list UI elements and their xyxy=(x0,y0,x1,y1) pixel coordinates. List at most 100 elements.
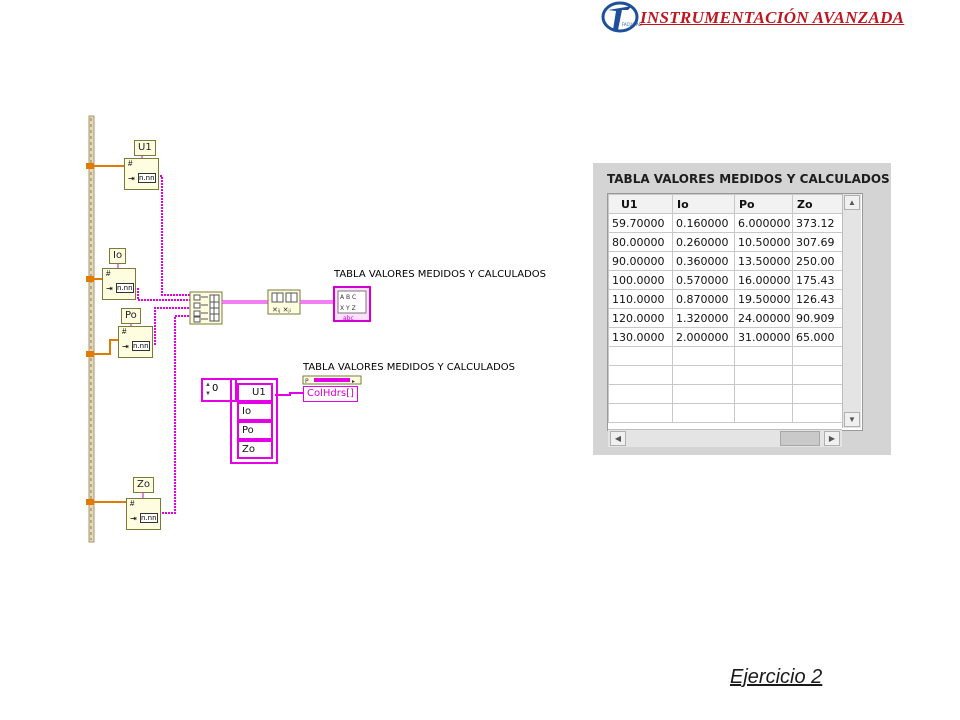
table-cell[interactable]: 59.70000 xyxy=(608,213,673,233)
header-u1: U1 xyxy=(608,194,673,214)
table-cell[interactable]: 110.0000 xyxy=(608,289,673,309)
table-cell[interactable] xyxy=(608,346,673,366)
table-row xyxy=(608,384,843,404)
table-cell[interactable] xyxy=(734,403,793,423)
arrow-icon: ⇥ xyxy=(106,284,113,293)
svg-text:P: P xyxy=(305,378,309,385)
table-cell[interactable]: 65.000 xyxy=(792,327,843,347)
table-cell[interactable]: 307.69 xyxy=(792,232,843,252)
header-zo: Zo xyxy=(792,194,843,214)
table-cell[interactable] xyxy=(734,365,793,385)
table-cell[interactable] xyxy=(672,346,735,366)
table-cell[interactable]: 80.00000 xyxy=(608,232,673,252)
table-cell[interactable]: 250.00 xyxy=(792,251,843,271)
diagram-wires: ✕ᵢⱼ ✕ⱼᵢ A B C X Y Z abc P ▸ xyxy=(86,115,371,543)
table-row xyxy=(608,365,843,385)
vertical-scrollbar[interactable]: ▲ ▼ xyxy=(842,194,861,428)
table-cell[interactable] xyxy=(608,384,673,404)
format-string-node-zo[interactable]: n.nn ⇥ # xyxy=(126,498,161,530)
table-cell[interactable]: 0.260000 xyxy=(672,232,735,252)
table-cell[interactable] xyxy=(734,346,793,366)
scrollbar-thumb[interactable] xyxy=(780,431,820,446)
table-cell[interactable] xyxy=(608,365,673,385)
table-header-row: U1 Io Po Zo xyxy=(608,194,843,214)
table-cell[interactable]: 120.0000 xyxy=(608,308,673,328)
array-item-io[interactable]: Io xyxy=(237,402,273,421)
table-cell[interactable]: 100.0000 xyxy=(608,270,673,290)
table-cell[interactable]: 19.50000 xyxy=(734,289,793,309)
table-cell[interactable] xyxy=(734,384,793,404)
table-cell[interactable]: 10.50000 xyxy=(734,232,793,252)
table-cell[interactable] xyxy=(792,346,843,366)
table-cell[interactable] xyxy=(672,403,735,423)
table-cell[interactable]: 0.360000 xyxy=(672,251,735,271)
hash-icon: # xyxy=(106,269,111,278)
table-terminal-label: TABLA VALORES MEDIDOS Y CALCULADOS xyxy=(334,269,547,280)
const-u1[interactable]: U1 xyxy=(134,140,156,156)
const-zo[interactable]: Zo xyxy=(133,477,154,493)
logo-caption: FACULTAD xyxy=(622,22,642,27)
table-cell[interactable]: 90.909 xyxy=(792,308,843,328)
table-cell[interactable]: 13.50000 xyxy=(734,251,793,271)
hash-icon: # xyxy=(122,327,127,336)
table-cell[interactable] xyxy=(792,365,843,385)
format-glyph: n.nn xyxy=(116,283,134,293)
const-io[interactable]: Io xyxy=(109,248,127,264)
table-cell[interactable]: 1.320000 xyxy=(672,308,735,328)
table-cell[interactable] xyxy=(672,365,735,385)
table-cell[interactable]: 130.0000 xyxy=(608,327,673,347)
property-colhdrs[interactable]: ColHdrs[] xyxy=(303,386,358,402)
table-cell[interactable] xyxy=(672,384,735,404)
array-item-u1[interactable]: U1 xyxy=(237,383,273,402)
array-item-zo[interactable]: Zo xyxy=(237,440,273,459)
scroll-right-icon[interactable]: ▶ xyxy=(824,431,840,446)
array-index-value[interactable]: 0 xyxy=(212,383,219,394)
horizontal-scrollbar[interactable]: ◀ ▶ xyxy=(608,429,842,447)
table-cell[interactable]: 16.00000 xyxy=(734,270,793,290)
header-po: Po xyxy=(734,194,793,214)
svg-text:A B C: A B C xyxy=(340,294,356,301)
hash-icon: # xyxy=(128,159,133,168)
table-cell[interactable]: 126.43 xyxy=(792,289,843,309)
format-string-node-u1[interactable]: n.nn ⇥ # xyxy=(124,158,159,190)
table-title: TABLA VALORES MEDIDOS Y CALCULADOS xyxy=(607,172,890,186)
svg-text:X Y Z: X Y Z xyxy=(340,305,356,312)
table-cell[interactable]: 0.160000 xyxy=(672,213,735,233)
array-item-po[interactable]: Po xyxy=(237,421,273,440)
svg-text:abc: abc xyxy=(343,315,354,322)
header-io: Io xyxy=(672,194,735,214)
table-cell[interactable]: 373.12 xyxy=(792,213,843,233)
format-string-node-io[interactable]: n.nn ⇥ # xyxy=(102,268,136,300)
svg-text:▸: ▸ xyxy=(352,378,355,385)
scroll-up-icon[interactable]: ▲ xyxy=(844,195,860,210)
array-index-box[interactable] xyxy=(201,378,237,402)
scroll-down-icon[interactable]: ▼ xyxy=(844,412,860,427)
const-po[interactable]: Po xyxy=(121,308,141,324)
table-cell[interactable]: 24.00000 xyxy=(734,308,793,328)
index-spinner-icon[interactable]: ▲▼ xyxy=(205,382,211,397)
table-cell[interactable]: 175.43 xyxy=(792,270,843,290)
table-cell[interactable]: 2.000000 xyxy=(672,327,735,347)
table-cell[interactable]: 0.570000 xyxy=(672,270,735,290)
table-cell[interactable] xyxy=(792,384,843,404)
table-cell[interactable] xyxy=(608,403,673,423)
table-cell[interactable]: 31.00000 xyxy=(734,327,793,347)
hash-icon: # xyxy=(130,499,135,508)
arrow-icon: ⇥ xyxy=(130,514,137,523)
table-cell[interactable] xyxy=(792,403,843,423)
format-string-node-po[interactable]: n.nn ⇥ # xyxy=(118,326,153,358)
brand-title: INSTRUMENTACIÓN AVANZADA xyxy=(640,8,905,27)
exercise-label: Ejercicio 2 xyxy=(730,666,823,688)
scroll-left-icon[interactable]: ◀ xyxy=(610,431,626,446)
table-cell[interactable]: 0.870000 xyxy=(672,289,735,309)
table-cell[interactable]: 6.000000 xyxy=(734,213,793,233)
table-cell[interactable]: 90.00000 xyxy=(608,251,673,271)
tunnel-po xyxy=(86,351,94,357)
